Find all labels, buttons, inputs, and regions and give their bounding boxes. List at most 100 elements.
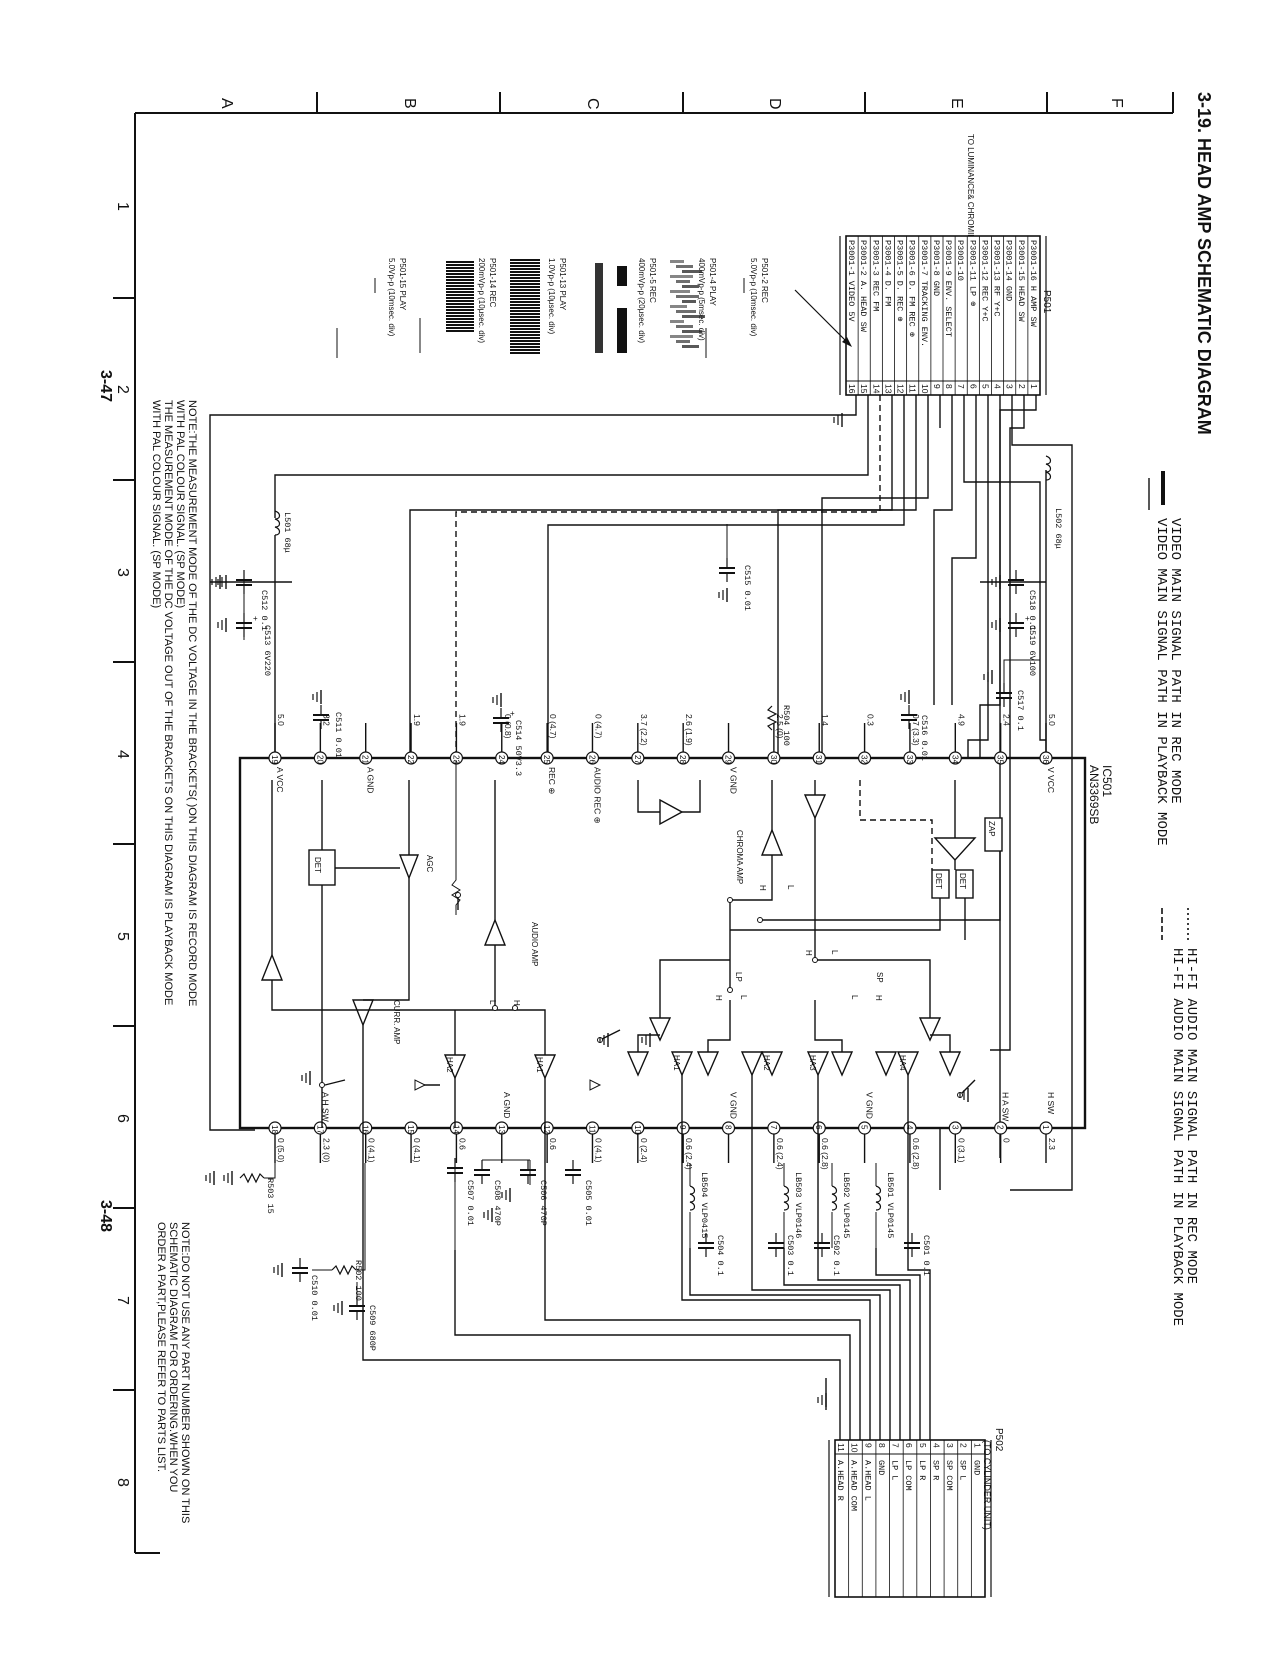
agc-amplifier-icon	[398, 854, 420, 880]
capacitor-c503: C503 0.1	[768, 1233, 795, 1276]
ground-icon	[217, 575, 227, 589]
ic-pin-circle	[313, 1121, 327, 1135]
row-label-b: B	[401, 98, 418, 109]
ground-icon	[492, 693, 502, 707]
ic-pin-circle	[1039, 1121, 1053, 1135]
ground-icon	[991, 575, 1001, 589]
p502-pin-number: 5	[918, 1443, 928, 1448]
ha3-icon	[806, 1051, 830, 1077]
capacitor-c506: C506 470P	[520, 1160, 548, 1226]
ic-pin-voltage: 0.6 (2.8)	[911, 1138, 921, 1170]
c517-label: C517 0.1	[1015, 690, 1025, 731]
p502-pin-number: 3	[945, 1443, 955, 1448]
ground-icon	[301, 1071, 311, 1085]
row-label-a: A	[218, 98, 235, 109]
ic-pin-circle	[404, 1121, 418, 1135]
parts-note: NOTE:DO NOT USE ANY PART NUMBER SHOWN ON…	[155, 1222, 191, 1523]
p502-wires	[362, 1128, 941, 1440]
col-label-1: 1	[114, 202, 131, 211]
ground-icon	[991, 618, 1001, 632]
ic-pin-number: 22	[406, 755, 415, 764]
grid-row-labels: A B C D E F	[218, 98, 1125, 110]
ha4-icon	[896, 1051, 920, 1077]
capacitor-c519: +C519 6V100	[1008, 613, 1037, 676]
p501-pin-number: 14	[871, 384, 881, 394]
ic-pin-number: 11	[587, 1125, 596, 1134]
amp28-icon	[659, 798, 684, 826]
ic-pin-label: V GND	[729, 767, 739, 794]
ic-pin-number: 14	[451, 1125, 460, 1134]
legend-hifi-rec: HI-FI AUDIO MAIN SIGNAL PATH IN REC MODE	[1183, 948, 1199, 1284]
ic-pin-voltage: 2.3	[1047, 1138, 1057, 1150]
inductor-l502: L502 68μ	[1045, 455, 1063, 549]
ic-pin-circle	[767, 751, 781, 765]
ha2-icon	[760, 1051, 784, 1077]
p501-pin-number: 2	[1017, 384, 1027, 389]
ground-icon	[983, 670, 993, 684]
ic-pin-voltage: 0 (4.7)	[593, 714, 603, 739]
ic-pin-number: 8	[724, 1125, 733, 1130]
inductor-lb501: LB501 VLP0145	[875, 1172, 895, 1238]
lb504-label: LB504 VLP0415	[699, 1172, 709, 1238]
ic-pin-circle	[495, 1121, 509, 1135]
ic-pin-number: 4	[905, 1125, 914, 1130]
ground-icon	[211, 575, 221, 589]
ic-pin-voltage: 0.6 (2.4)	[684, 1138, 694, 1170]
capacitor-c504: C504 0.1	[698, 1233, 725, 1276]
ground-icon	[205, 1171, 215, 1185]
ic-pin-circle	[268, 751, 282, 765]
ic-pin-voltage: 0.3	[866, 714, 876, 726]
waveform-scale: 5.0Vp-p (10msec. div)	[749, 258, 758, 337]
ic-pin-number: 17	[315, 1125, 324, 1134]
ic-pin-circle	[767, 1121, 781, 1135]
sp-h-label: H	[874, 995, 883, 1001]
p501-pin-label: P3001-14 GND	[1004, 240, 1014, 301]
ic-pin-voltage: 0.6 (2.8)	[820, 1138, 830, 1170]
ic-pin-circle	[540, 1121, 554, 1135]
ground-icon	[817, 1393, 827, 1407]
p501-pin-number: 13	[883, 384, 893, 394]
p502-pin-label: SP R	[930, 1460, 940, 1480]
row-label-c: C	[584, 98, 601, 110]
r504-label: R504 100	[781, 705, 791, 746]
p501-pin-number: 5	[980, 384, 990, 389]
chroma-amp-label: CHROMA AMP	[735, 830, 744, 884]
p502-subtitle: (TO CYLINDER UNIT)	[982, 1440, 992, 1530]
row-label-e: E	[948, 98, 965, 109]
ic-pin-number: 35	[996, 755, 1005, 764]
lp-h-label: H	[714, 995, 723, 1001]
p501-pin-label: P3001-6 D. FM REC ⊕	[907, 240, 917, 337]
ground-icon	[273, 1263, 283, 1277]
minus-amp-left-icon	[696, 1051, 720, 1077]
p501-pin-label: P3001-4 D. FM	[882, 240, 892, 306]
capacitor-c518: C518 0.1	[1008, 570, 1037, 631]
grid-frame	[113, 92, 1174, 1554]
p501-pin-label: P3001-13 RF Y+C	[992, 240, 1002, 317]
ic-pin-number: 31	[814, 755, 823, 764]
ic-pin-number: 19	[270, 755, 279, 764]
p501-pin-label: P3001-12 REC Y+C	[979, 240, 989, 322]
waveform-label: P501-5 REC	[648, 258, 657, 303]
ic-pin-number: 20	[315, 755, 324, 764]
ic-pin-number: 33	[905, 755, 914, 764]
legend-video-pb: VIDEO MAIN SIGNAL PATH IN PLAYBACK MODE	[1153, 518, 1169, 846]
lp-label: LP	[734, 972, 743, 982]
ic-pin-circle	[994, 751, 1008, 765]
sp-mix-amp-icon	[918, 1017, 942, 1042]
p501-pin-number: 10	[920, 384, 930, 394]
switch-l2-label: L	[830, 950, 839, 955]
sp-label: SP	[875, 972, 884, 983]
p502-pin-label: A.HEAD COM	[849, 1460, 859, 1511]
p501-pin-label: P3001-9 ENV. SELECT	[943, 240, 953, 337]
c505-label: C505 0.01	[583, 1180, 593, 1226]
p502-pin-label: LP L	[890, 1460, 900, 1480]
inductor-l501: L501 68μ	[274, 510, 292, 553]
ground-icon	[483, 1208, 493, 1222]
p501-pin-number: 1	[1029, 384, 1039, 389]
